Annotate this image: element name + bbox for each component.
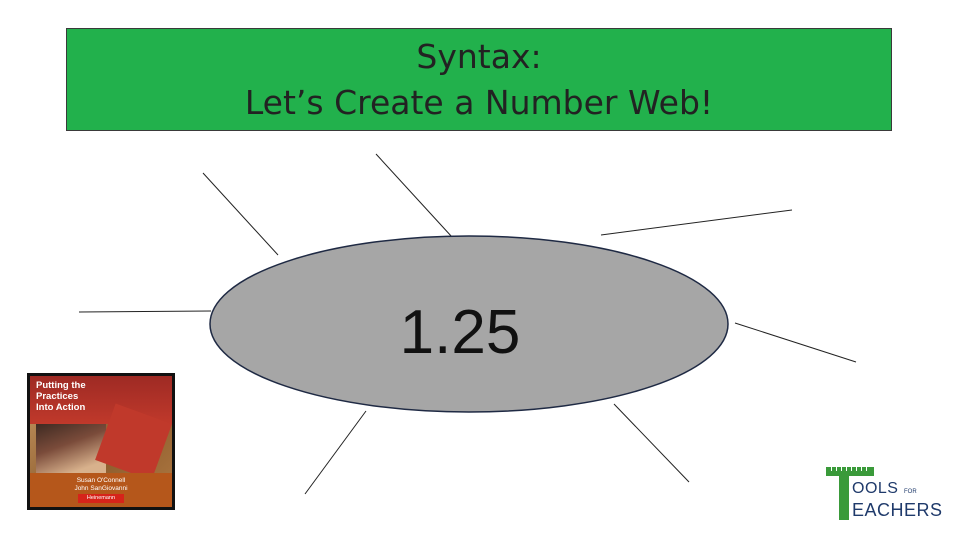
web-spoke — [734, 322, 857, 363]
logo-line-2: EACHERS — [852, 500, 943, 520]
center-ellipse — [209, 235, 729, 413]
web-spoke — [202, 172, 279, 256]
slide-title-line-2: Let’s Create a Number Web! — [244, 82, 714, 122]
logo-for: FOR — [904, 489, 917, 495]
web-spoke — [375, 153, 453, 238]
ruler-icon — [831, 467, 869, 471]
book-publisher-logo: Heinemann — [78, 494, 124, 503]
web-spoke — [304, 410, 367, 495]
slide-title-box: Syntax: Let’s Create a Number Web! — [66, 28, 892, 131]
book-photo — [36, 424, 106, 476]
web-spoke — [613, 403, 690, 483]
book-authors: Susan O'Connell John SanGiovanni — [74, 477, 128, 492]
center-number: 1.25 — [399, 298, 521, 367]
book-title: Putting the Practices Into Action — [36, 380, 86, 413]
web-spoke — [78, 310, 212, 313]
web-spoke — [600, 209, 793, 236]
slide-title-line-1: Syntax: — [416, 36, 542, 76]
tools-for-teachers-logo: OOLS FOR EACHERS — [826, 467, 946, 525]
book-cover-image: Putting the Practices Into Action Susan … — [27, 373, 175, 510]
logo-line-1: OOLS — [852, 480, 899, 497]
